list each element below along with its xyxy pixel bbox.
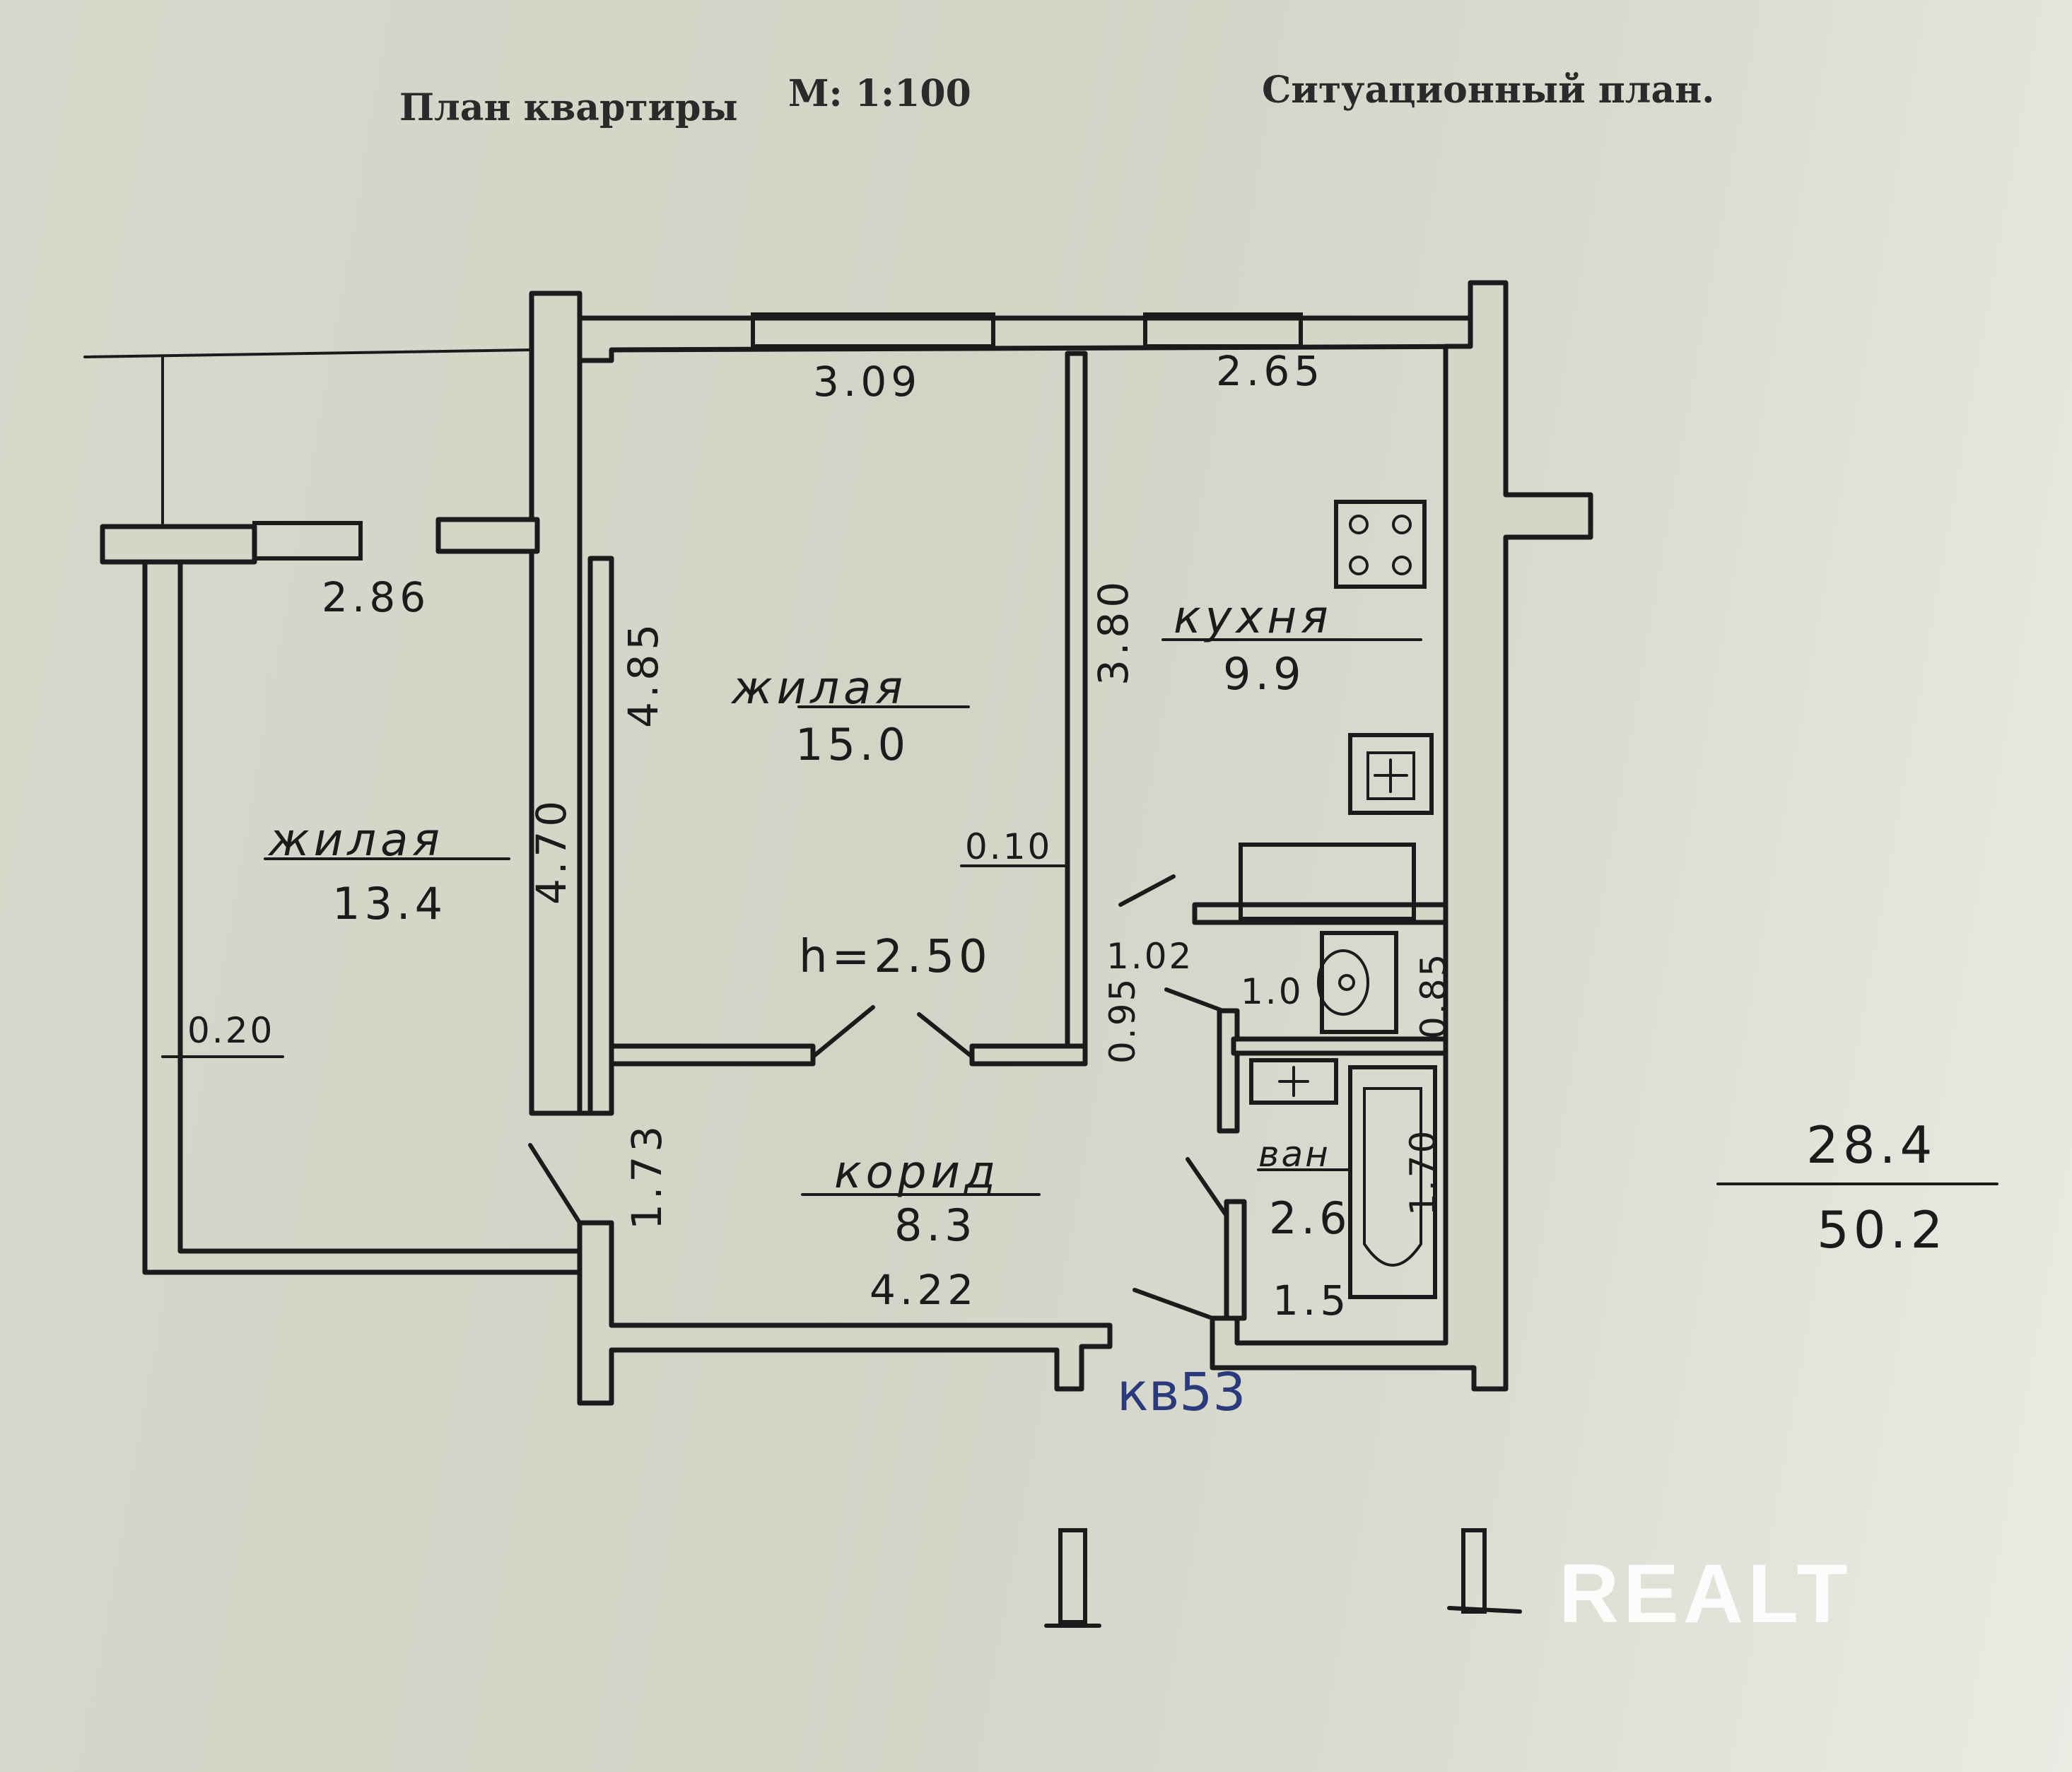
- door-bathroom: [1186, 1157, 1229, 1218]
- area-totals: 28.4 50.2: [1806, 1115, 1947, 1260]
- dim-room2-height: 4.85: [619, 620, 667, 728]
- door-room2-right: [917, 1012, 974, 1059]
- dim-kitchen-height: 3.80: [1089, 577, 1137, 686]
- plan-title: План квартиры: [399, 86, 738, 129]
- fixtures: [1239, 500, 1437, 1299]
- total-area: 50.2: [1817, 1200, 1947, 1260]
- section-mark-left: [1058, 1528, 1087, 1624]
- dim-balcony-width: 2.86: [322, 573, 430, 621]
- bathtub-icon: [1348, 1065, 1437, 1299]
- section-mark-right: [1461, 1528, 1487, 1614]
- wall-bath-left-upper: [1217, 1008, 1240, 1134]
- dim-bath-height: 1.70: [1403, 1129, 1444, 1216]
- wall-bath-mid: [1231, 1036, 1448, 1056]
- situation-plan-label: Ситуационный план.: [1262, 69, 1714, 112]
- wall-bath-left-lower: [1224, 1199, 1247, 1321]
- wall-left-room2: [529, 291, 614, 1116]
- dim-corridor-width: 4.22: [870, 1266, 978, 1314]
- dim-room1-height: 4.70: [527, 797, 575, 905]
- wall-partition-room2-kitchen: [1065, 351, 1088, 1056]
- dim-partition: 0.10: [965, 826, 1052, 867]
- toilet-icon: [1317, 931, 1398, 1034]
- balcony-door: [100, 524, 257, 565]
- dim-kitchen-width: 2.65: [1216, 347, 1324, 395]
- room-labels: жилая 13.4 жилая 15.0 кухня 9.9 корид 8.…: [267, 592, 1352, 1251]
- dimension-labels: 2.86 3.09 2.65 4.85 4.70 3.80 0.10 h=2.5…: [187, 347, 1454, 1325]
- dim-corridor-height: 1.73: [623, 1122, 671, 1230]
- window-room2: [751, 312, 995, 348]
- stove-icon: [1334, 500, 1427, 589]
- room-wc-area: 1.0: [1241, 971, 1304, 1012]
- windows: [100, 312, 1303, 565]
- dim-wc-width: 1.02: [1106, 936, 1193, 977]
- window-kitchen: [1143, 312, 1303, 348]
- room-2-area: 15.0: [795, 719, 910, 770]
- wall-room2-bottom-left: [609, 1043, 816, 1067]
- balcony: [83, 348, 533, 524]
- room-1-name: жилая: [267, 814, 444, 867]
- room-2-name: жилая: [730, 662, 907, 715]
- wall-right: [1210, 280, 1593, 1392]
- dimension-guides: [161, 638, 1998, 1196]
- wall-room2-bottom-right: [969, 1043, 1088, 1067]
- dim-bath-width: 1.5: [1272, 1277, 1350, 1325]
- door-room2-left: [811, 1005, 875, 1059]
- room-corridor-name: корид: [834, 1146, 1000, 1199]
- apartment-number: кв53: [1117, 1362, 1246, 1423]
- room-kitchen-name: кухня: [1173, 592, 1333, 644]
- dim-room1-wall: 0.20: [187, 1010, 274, 1051]
- wall-stub-balcony: [435, 517, 540, 554]
- kitchen-sink-icon: [1348, 733, 1434, 815]
- window-room1: [252, 521, 363, 561]
- total-living-area: 28.4: [1806, 1115, 1936, 1175]
- room-bath-area: 2.6: [1269, 1192, 1352, 1244]
- room-bath-name: ван: [1258, 1134, 1330, 1175]
- wall-bottom: [577, 1220, 1113, 1406]
- ceiling-height: h=2.50: [799, 931, 992, 983]
- door-wc: [1164, 987, 1225, 1013]
- room-1-area: 13.4: [332, 878, 447, 929]
- dim-wc-depth: 0.85: [1413, 952, 1454, 1039]
- door-room1: [528, 1143, 582, 1225]
- bathroom-sink-icon: [1249, 1058, 1338, 1105]
- wall-top: [534, 315, 1502, 363]
- doors: [528, 874, 1229, 1320]
- balcony-edge-top: [83, 348, 533, 358]
- dim-room2-width: 3.09: [813, 358, 921, 406]
- dim-wc-height: 0.95: [1102, 977, 1143, 1064]
- room-kitchen-area: 9.9: [1223, 648, 1306, 700]
- section-marks: [1044, 1528, 1522, 1628]
- door-kitchen: [1118, 874, 1176, 907]
- scale-label: М: 1:100: [788, 72, 971, 115]
- door-entrance: [1132, 1288, 1214, 1320]
- room-corridor-area: 8.3: [894, 1199, 977, 1251]
- kitchen-counter: [1239, 843, 1416, 921]
- realt-watermark-logo: REALT: [1559, 1547, 1852, 1641]
